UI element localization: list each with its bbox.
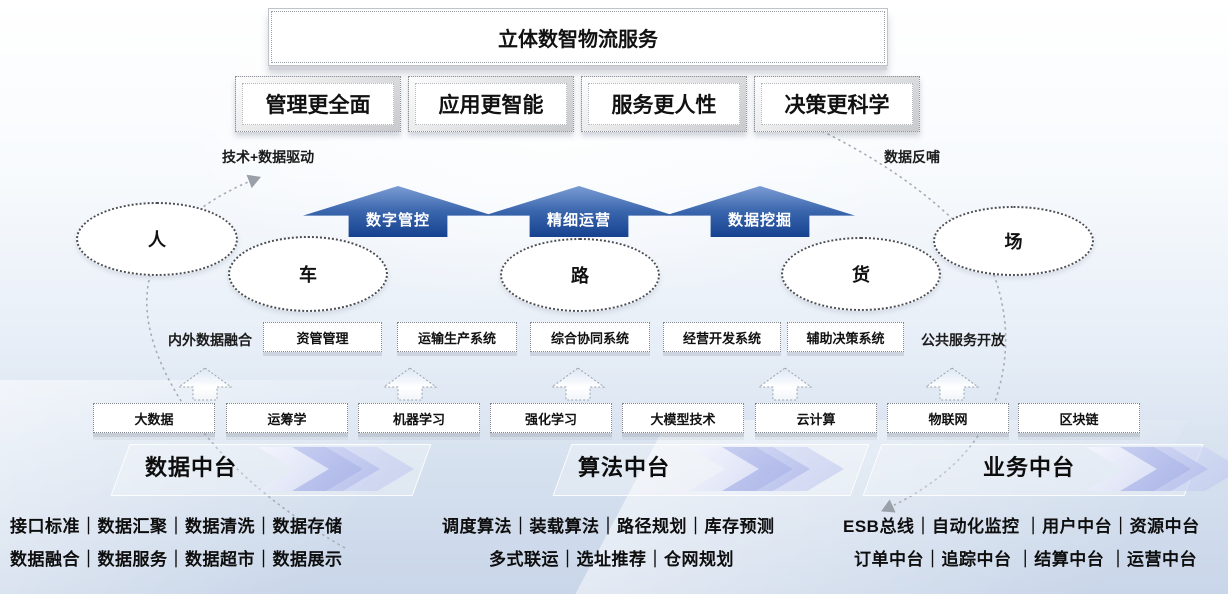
algorithm-platform-capabilities-line1: 调度算法｜装载算法｜路径规划｜库存预测 <box>442 517 775 536</box>
label-tech-data-drive: 技术+数据驱动 <box>222 149 315 165</box>
data-platform-capabilities-line2: 数据融合｜数据服务｜数据超市｜数据展示 <box>10 550 343 569</box>
entity-ellipse-yard: 场 <box>933 206 1094 276</box>
tech-label: 强化学习 <box>524 411 577 427</box>
tech-label: 大数据 <box>134 411 174 427</box>
tech-box-machine-learning: 机器学习 <box>358 403 480 433</box>
data-platform-capabilities-line1: 接口标准｜数据汇聚｜数据清洗｜数据存储 <box>10 517 343 536</box>
tech-box-operations-research: 运筹学 <box>226 403 348 433</box>
up-arrow-icon <box>550 367 606 401</box>
business-platform-capabilities-line2: 订单中台｜追踪中台 ｜结算中台 ｜运营中台 <box>854 550 1197 569</box>
system-box-comprehensive-collaboration: 综合协同系统 <box>530 322 650 352</box>
benefit-label: 决策更科学 <box>761 83 913 125</box>
tech-box-blockchain: 区块链 <box>1018 403 1140 433</box>
system-label: 综合协同系统 <box>550 330 629 346</box>
system-label: 运输生产系统 <box>417 330 496 346</box>
up-arrow-icon <box>177 367 233 401</box>
entity-label: 货 <box>852 265 870 285</box>
up-arrow-icon <box>757 367 813 401</box>
system-box-business-development: 经营开发系统 <box>663 322 781 352</box>
label-data-feedback: 数据反哺 <box>884 149 940 165</box>
tech-label: 机器学习 <box>392 411 445 427</box>
tech-box-cloud-computing: 云计算 <box>755 403 877 433</box>
system-label: 资管管理 <box>296 330 349 346</box>
tech-box-big-data: 大数据 <box>93 403 215 433</box>
diagram-title-text: 立体数智物流服务 <box>498 28 658 51</box>
entity-ellipse-vehicle: 车 <box>228 236 388 312</box>
system-label: 经营开发系统 <box>682 330 761 346</box>
system-box-decision-support: 辅助决策系统 <box>787 322 904 352</box>
tech-label: 大模型技术 <box>650 411 716 427</box>
tech-label: 物联网 <box>928 411 968 427</box>
benefit-label: 服务更人性 <box>588 83 740 125</box>
entity-ellipse-person: 人 <box>76 202 238 276</box>
business-platform-capabilities-line1: ESB总线｜自动化监控 ｜用户中台｜资源中台 <box>843 517 1200 536</box>
tech-box-iot: 物联网 <box>887 403 1009 433</box>
entity-ellipse-road: 路 <box>500 238 660 312</box>
entity-label: 场 <box>1004 232 1023 252</box>
label-internal-external-data-fusion: 内外数据融合 <box>168 332 252 348</box>
tech-label: 云计算 <box>796 411 836 427</box>
entity-label: 车 <box>299 265 317 285</box>
tech-box-reinforcement-learning: 强化学习 <box>490 403 612 433</box>
platform-title-data: 数据中台 <box>145 455 238 480</box>
platform-title-algorithm: 算法中台 <box>578 455 671 480</box>
entity-label: 路 <box>571 266 589 286</box>
benefit-label: 应用更智能 <box>415 83 567 125</box>
algorithm-platform-capabilities-line2: 多式联运｜选址推荐｜仓网规划 <box>489 550 734 569</box>
benefit-box-application: 应用更智能 <box>408 76 574 132</box>
tech-box-large-model: 大模型技术 <box>622 403 744 433</box>
diagram-title: 立体数智物流服务 <box>268 8 888 66</box>
label-public-service-open: 公共服务开放 <box>921 332 1005 348</box>
benefit-box-service: 服务更人性 <box>581 76 747 132</box>
benefit-box-management: 管理更全面 <box>235 76 401 132</box>
platform-title-business: 业务中台 <box>983 455 1076 480</box>
up-arrow-icon <box>924 367 980 401</box>
entity-ellipse-cargo: 货 <box>781 237 941 311</box>
system-box-transport-production: 运输生产系统 <box>397 322 517 352</box>
system-box-asset-management: 资管管理 <box>263 322 382 352</box>
tech-label: 区块链 <box>1059 411 1099 427</box>
benefit-box-decision: 决策更科学 <box>754 76 920 132</box>
up-arrow-icon <box>382 367 438 401</box>
tech-label: 运筹学 <box>267 411 307 427</box>
system-label: 辅助决策系统 <box>806 330 885 346</box>
benefit-label: 管理更全面 <box>242 83 394 125</box>
entity-label: 人 <box>148 230 166 250</box>
